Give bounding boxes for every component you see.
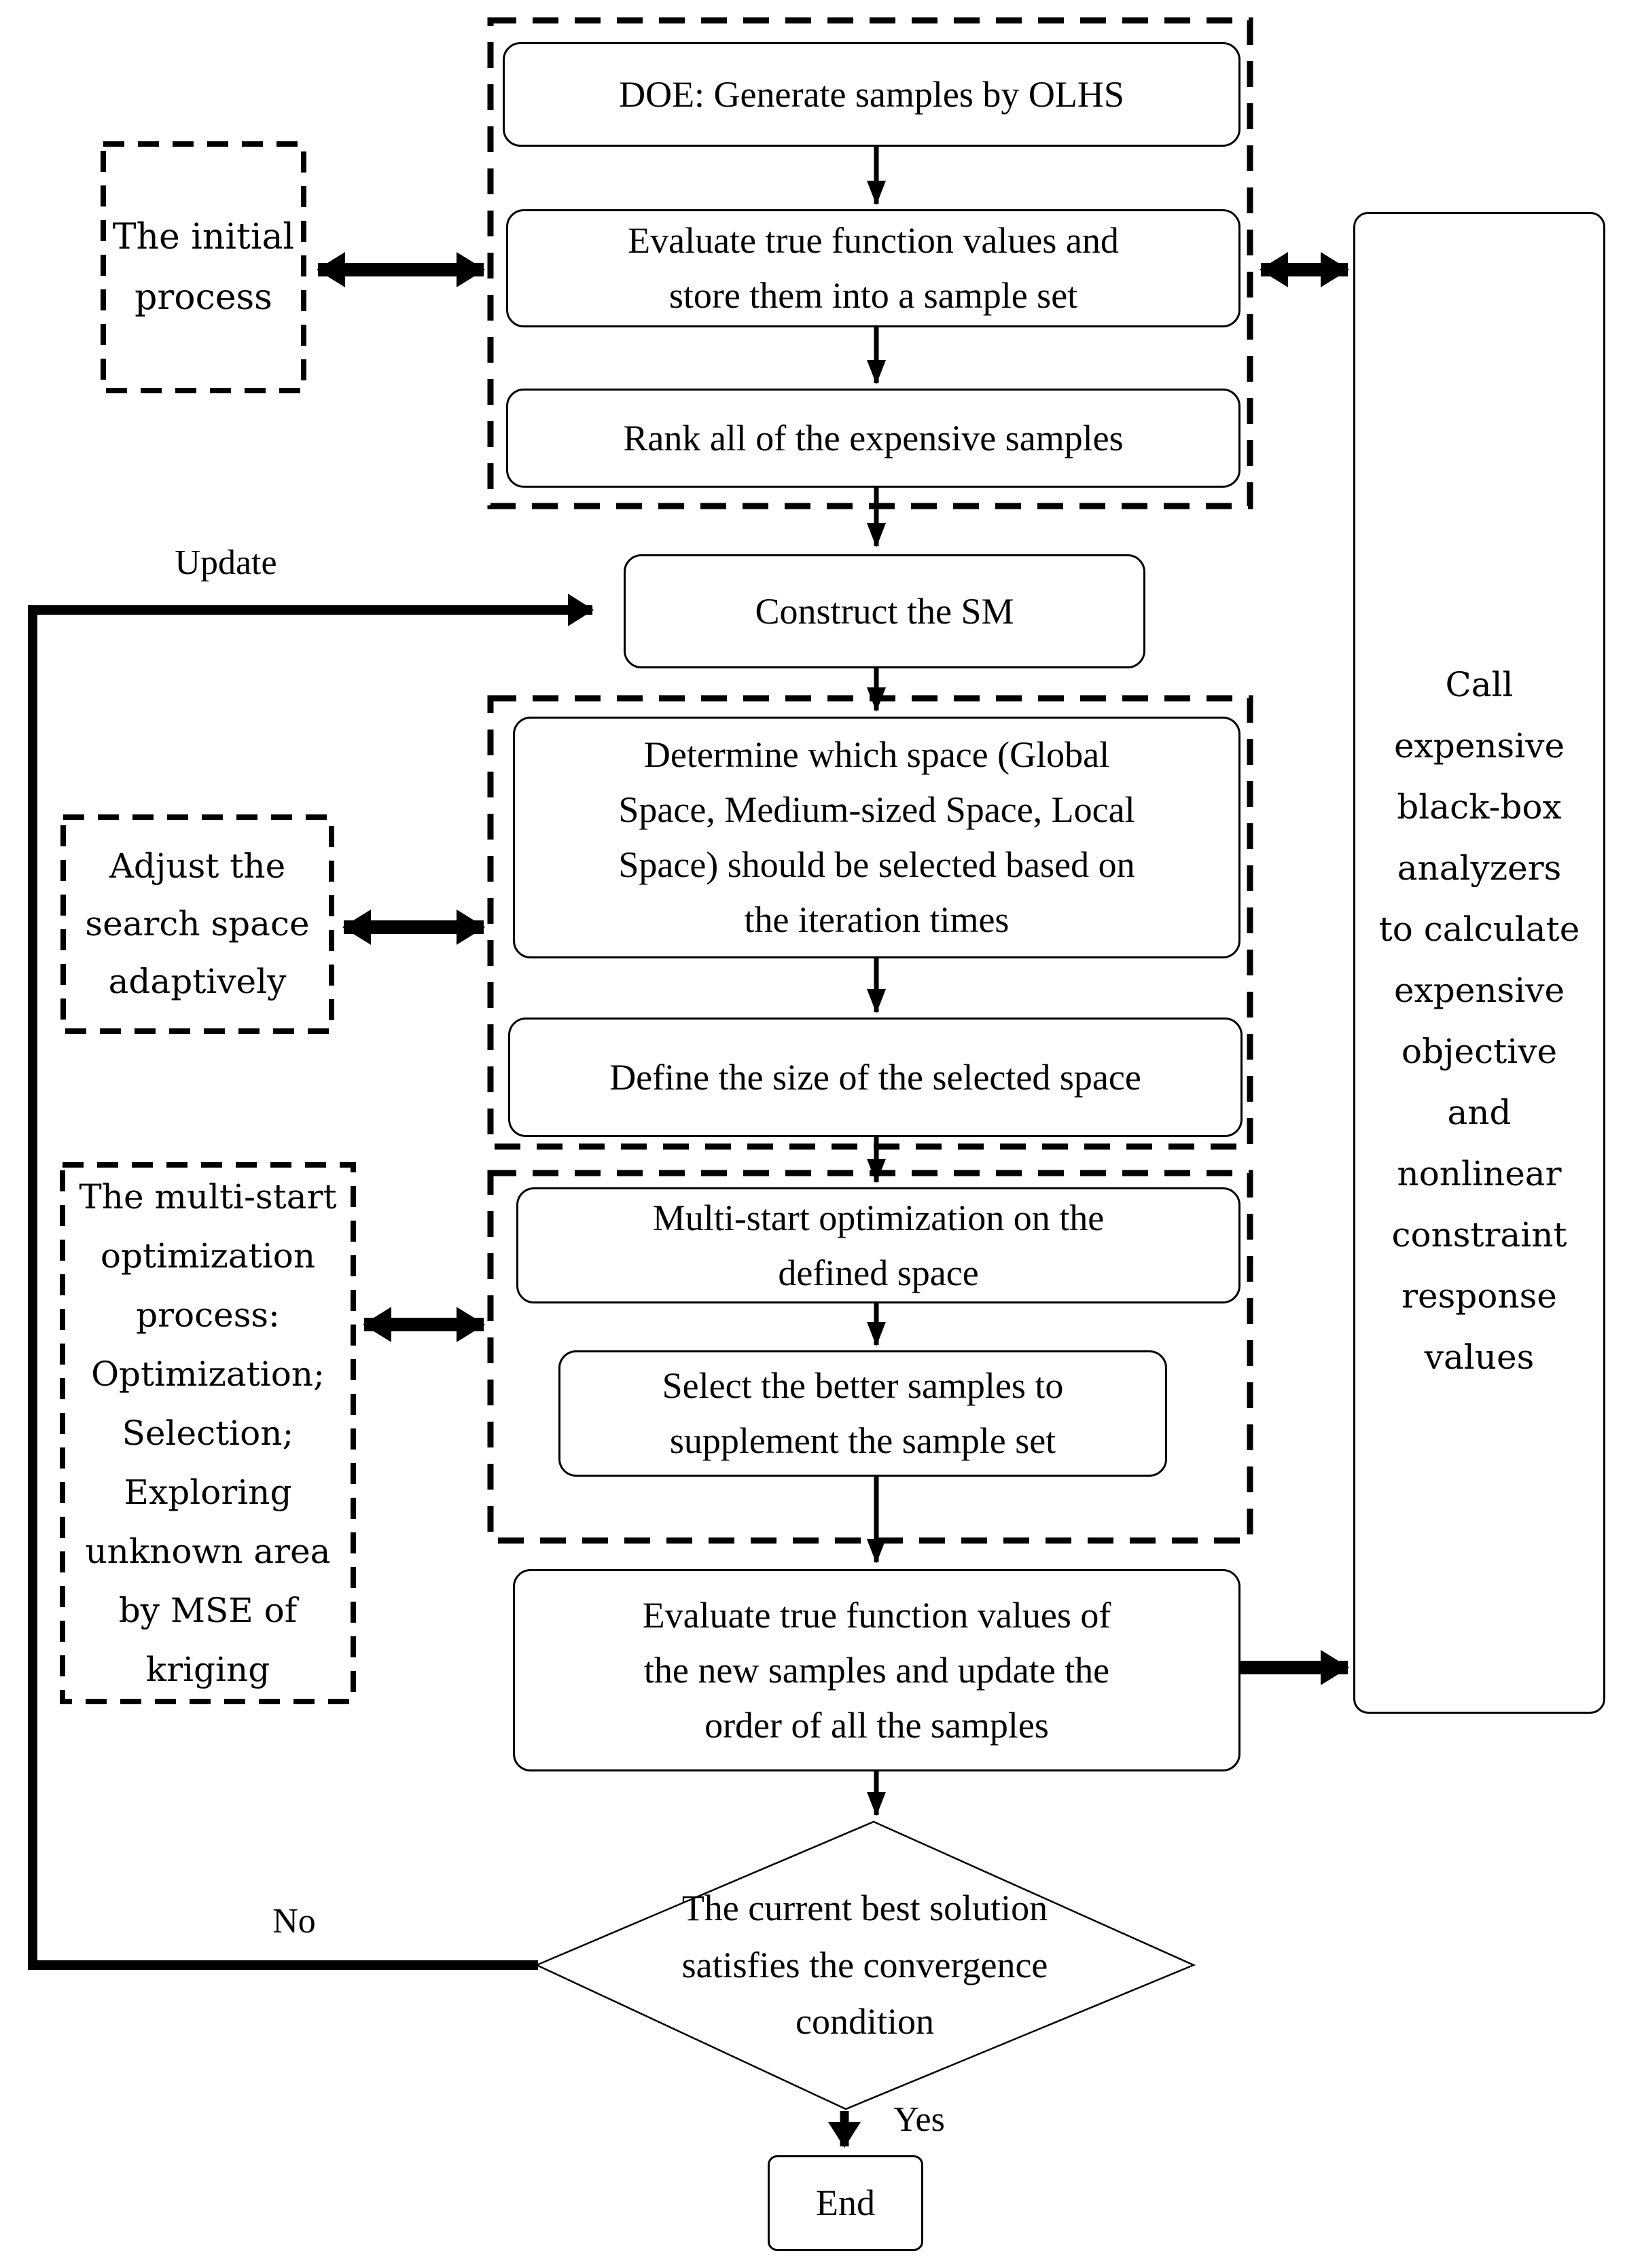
- node-define: Define the size of the selected space: [508, 1018, 1243, 1137]
- feedback-no-update-arrow: [28, 594, 594, 1970]
- note-initial-label: The initial process: [112, 217, 295, 318]
- group-initial-process-frame: [487, 17, 1253, 509]
- note-multiprocess-frame: [60, 1162, 356, 1704]
- note-initial-frame: [101, 141, 306, 393]
- edge-label-update: Update: [175, 543, 277, 582]
- note-adjust-label: Adjust the search space adaptively: [85, 846, 310, 1001]
- node-determine: Determine which space (Global Space, Med…: [513, 717, 1240, 958]
- node-end: End: [768, 2155, 923, 2251]
- node-construct: Construct the SM: [624, 554, 1145, 668]
- node-call-analyzers: Call expensive black-box analyzers to ca…: [1353, 212, 1605, 1714]
- note-multiprocess-label: The multi-start optimization process: Op…: [79, 1176, 337, 1689]
- decision-label: The current best solution satisfies the …: [681, 1888, 1048, 2042]
- node-evaluate1: Evaluate true function values and store …: [506, 209, 1240, 327]
- edge-label-yes: Yes: [893, 2100, 945, 2139]
- node-doe: DOE: Generate samples by OLHS: [503, 42, 1240, 147]
- decision-diamond: [534, 1820, 1196, 2110]
- edge-label-no: No: [272, 1902, 316, 1941]
- node-rank: Rank all of the expensive samples: [506, 389, 1240, 488]
- call-analyzers-label: Call expensive black-box analyzers to ca…: [1378, 665, 1580, 1377]
- node-multistart: Multi-start optimization on the defined …: [516, 1187, 1240, 1303]
- node-evaluate2: Evaluate true function values of the new…: [513, 1569, 1240, 1771]
- node-select: Select the better samples to supplement …: [558, 1350, 1167, 1477]
